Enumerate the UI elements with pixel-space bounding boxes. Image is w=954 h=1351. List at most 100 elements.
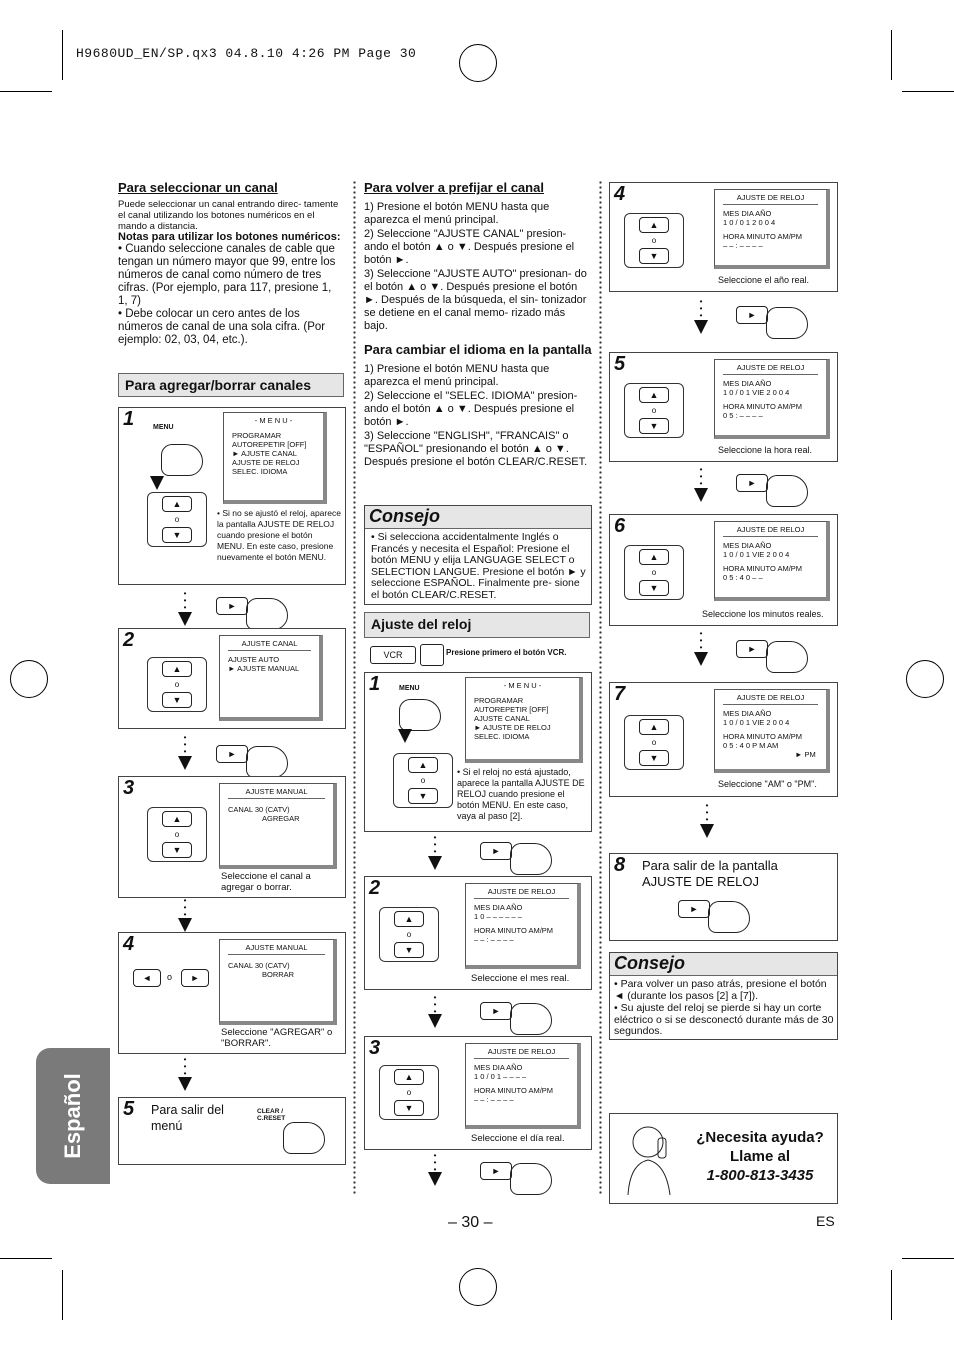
left-right-buttons: ◄ o ►: [133, 969, 209, 987]
step-number: 7: [614, 683, 626, 705]
consejo-title: Consejo: [614, 953, 686, 973]
clock-step-7-box: 7 ▲ o ▼ AJUSTE DE RELOJ MES DIA AÑO 1 0 …: [609, 682, 838, 797]
right-button[interactable]: ►: [480, 1002, 512, 1020]
consejo-box: Consejo • Si selecciona accidentalmente …: [364, 505, 592, 605]
right-button[interactable]: ►: [480, 842, 512, 860]
clock-row: ► PM: [795, 750, 816, 759]
step-3-caption: Seleccione el canal a agregar o borrar.: [221, 871, 311, 893]
pointing-hand-icon: [510, 1163, 552, 1195]
up-button[interactable]: ▲: [639, 719, 669, 735]
menu-item: ► AJUSTE CANAL: [232, 449, 297, 458]
remote-icon: [420, 644, 444, 666]
up-button[interactable]: ▲: [639, 549, 669, 565]
clear-label: CLEAR / C.RESET: [257, 1108, 286, 1122]
remote-buttons: ▲ o ▼: [624, 383, 684, 438]
up-button[interactable]: ▲: [394, 911, 424, 927]
pointing-hand-icon: [766, 641, 808, 673]
up-button[interactable]: ▲: [162, 811, 192, 827]
down-button[interactable]: ▼: [639, 580, 669, 596]
clock-row: 0 5 : 4 0 P M AM: [723, 741, 779, 750]
reset-title: Para volver a prefijar el canal: [364, 180, 544, 195]
remote-buttons: ▲ o ▼: [393, 753, 453, 808]
consejo-title: Consejo: [369, 506, 441, 526]
right-button[interactable]: ►: [736, 640, 768, 658]
remote-buttons: ▲ o ▼: [379, 907, 439, 962]
language-step: 2) Seleccione el "SELEC. IDIOMA" presion…: [364, 390, 578, 428]
language-title: Para cambiar el idioma en la pantalla: [364, 342, 592, 357]
up-button[interactable]: ▲: [639, 387, 669, 403]
clock-step-1-note: • Si el reloj no está ajustado, aparece …: [457, 767, 585, 821]
consejo-box-2: Consejo • Para volver un paso atrás, pre…: [609, 952, 838, 1040]
down-button[interactable]: ▼: [162, 692, 192, 708]
right-button[interactable]: ►: [678, 900, 710, 918]
down-button[interactable]: ▼: [639, 248, 669, 264]
vcr-button[interactable]: VCR: [370, 646, 416, 664]
language-tab: Español: [36, 1048, 110, 1184]
step-connector: •••: [183, 589, 187, 612]
crop-mark: [62, 1270, 63, 1320]
menu-item: SELEC. IDIOMA: [474, 732, 530, 741]
clock-row: 1 0 / 0 1 VIE 2 0 0 4: [723, 718, 790, 727]
up-button[interactable]: ▲: [408, 757, 438, 773]
clock-step-4-caption: Seleccione el año real.: [718, 275, 810, 285]
menu-item: AJUSTE DE RELOJ: [232, 458, 300, 467]
clock-step-2-box: 2 ▲ o ▼ AJUSTE DE RELOJ MES DIA AÑO 1 0 …: [364, 876, 592, 990]
step-connector: •••: [699, 629, 703, 652]
step-1-note: • Si no se ajustó el reloj, aparece la p…: [217, 508, 341, 562]
remote-buttons: ▲ o ▼: [624, 213, 684, 268]
down-button[interactable]: ▼: [639, 750, 669, 766]
crop-mark: [0, 1258, 52, 1259]
right-button[interactable]: ►: [216, 597, 248, 615]
clock-row: 1 0 – – – – – –: [474, 912, 522, 921]
right-button[interactable]: ►: [736, 474, 768, 492]
consejo-text: • Si selecciona accidentalmente Inglés o…: [371, 531, 586, 601]
clock-step-5-caption: Seleccione la hora real.: [718, 445, 813, 455]
screen-title: AJUSTE DE RELOJ: [474, 887, 569, 899]
down-button[interactable]: ▼: [394, 942, 424, 958]
crop-mark: [902, 91, 954, 92]
add-delete-section-title: Para agregar/borrar canales: [118, 373, 344, 397]
up-button[interactable]: ▲: [162, 661, 192, 677]
language-step: 1) Presione el botón MENU hasta que apar…: [364, 363, 550, 388]
step-5-text: Para salir del menú: [151, 1103, 224, 1133]
down-button[interactable]: ▼: [394, 1100, 424, 1116]
right-button[interactable]: ►: [736, 306, 768, 324]
or-label: o: [167, 972, 173, 982]
step-connector: •••: [433, 1151, 437, 1174]
pointing-hand-icon: [766, 307, 808, 339]
channel-setup-screen: AJUSTE CANAL AJUSTE AUTO ► AJUSTE MANUAL: [219, 635, 323, 721]
clock-row: HORA MINUTO AM/PM: [474, 1086, 554, 1095]
clock-step-6-box: 6 ▲ o ▼ AJUSTE DE RELOJ MES DIA AÑO 1 0 …: [609, 514, 838, 626]
registration-mark: [906, 660, 944, 698]
pointing-hand-icon: [766, 475, 808, 507]
up-button[interactable]: ▲: [394, 1069, 424, 1085]
pointing-hand-icon: [510, 1003, 552, 1035]
down-button[interactable]: ▼: [162, 527, 192, 543]
screen-title: AJUSTE MANUAL: [228, 943, 325, 955]
step-number: 3: [123, 777, 135, 799]
pointing-hand-icon: [399, 699, 441, 731]
down-button[interactable]: ▼: [639, 418, 669, 434]
registration-mark: [459, 44, 497, 82]
left-button[interactable]: ◄: [133, 969, 161, 987]
down-arrow-icon: [398, 729, 412, 743]
step-connector: •••: [433, 833, 437, 856]
right-button[interactable]: ►: [216, 745, 248, 763]
clock-screen: AJUSTE DE RELOJ MES DIA AÑO 1 0 / 0 1 2 …: [714, 189, 830, 269]
clock-row: MES DIA AÑO: [723, 209, 772, 218]
down-button[interactable]: ▼: [162, 842, 192, 858]
step-number: 8: [614, 854, 626, 876]
up-button[interactable]: ▲: [639, 217, 669, 233]
remote-buttons: ▲ o ▼: [624, 545, 684, 600]
clock-row: 0 5 : – – – –: [723, 411, 763, 420]
down-button[interactable]: ▼: [408, 788, 438, 804]
clock-row: HORA MINUTO AM/PM: [723, 402, 803, 411]
up-button[interactable]: ▲: [162, 496, 192, 512]
clock-row: 0 5 : 4 0 – –: [723, 573, 763, 582]
step-connector: •••: [183, 1055, 187, 1078]
clock-row: – – : – – – –: [474, 1095, 514, 1104]
right-button[interactable]: ►: [181, 969, 209, 987]
right-button[interactable]: ►: [480, 1162, 512, 1180]
step-8-text: Para salir de la pantalla AJUSTE DE RELO…: [642, 858, 778, 889]
language-code: ES: [816, 1213, 835, 1229]
